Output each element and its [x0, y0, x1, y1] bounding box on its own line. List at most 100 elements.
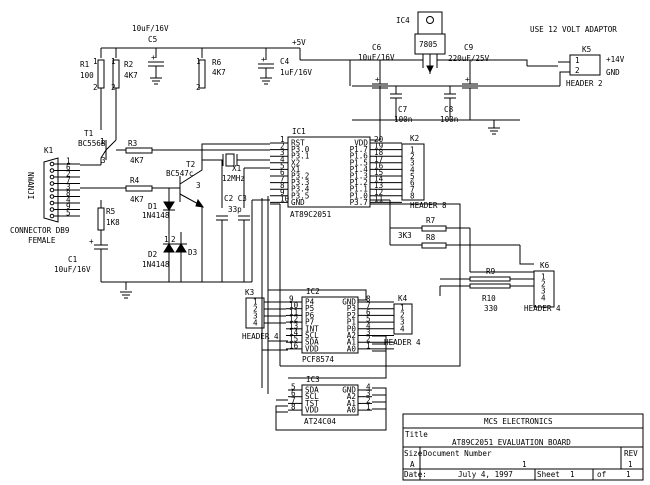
- r4-value: 4K7: [130, 195, 144, 204]
- ic2-pin-name: SDA: [305, 338, 319, 347]
- svg-text:2: 2: [111, 83, 116, 92]
- r9-resistor: [469, 276, 511, 282]
- ic1-body: [287, 136, 371, 208]
- k5-header: [569, 54, 601, 76]
- ic1-pin-number: 13: [374, 181, 383, 190]
- r5-label: R5: [106, 207, 115, 216]
- k2-pin: 6: [410, 179, 415, 188]
- k2-pin: 7: [410, 185, 415, 194]
- ic1-pin-number: 4: [280, 155, 285, 164]
- k6-pin: 4: [541, 294, 546, 303]
- x1-value: 12MHz: [222, 174, 245, 183]
- ic2-pin-number: 16: [289, 341, 299, 350]
- svg-text:2: 2: [171, 235, 176, 244]
- k2-pin: 5: [410, 172, 415, 181]
- k2-pin: 3: [410, 159, 415, 168]
- ic1-pin-number: 8: [280, 181, 285, 190]
- ic1-pin-name: P3.3: [291, 178, 309, 187]
- ic3-pin-name: A2: [347, 392, 356, 401]
- ic2-pin-number: 15: [289, 335, 298, 344]
- k4-pin: 3: [400, 318, 405, 327]
- date-label: Date:: [404, 470, 427, 479]
- ic1-pin-number: 3: [280, 148, 285, 157]
- ic1-pin-number: 15: [374, 168, 383, 177]
- ic2-pin-number: 11: [289, 308, 299, 317]
- ic2-pin-name: INT: [305, 324, 319, 333]
- ic3-pin-number: 6: [291, 389, 296, 398]
- r6-resistor: [198, 59, 206, 89]
- rev-label: REV: [624, 449, 638, 458]
- ic2-pin-number: 13: [289, 321, 298, 330]
- svg-text:+: +: [375, 75, 380, 84]
- k5-header-label: HEADER 2: [566, 79, 603, 88]
- ic1-pin-name: P3.0: [291, 145, 310, 154]
- c4-value: 1uF/16V: [280, 68, 312, 77]
- ic2-pin-number: 12: [289, 315, 298, 324]
- r7-label: R7: [426, 216, 435, 225]
- ic1-pin-name: P3.2: [291, 172, 309, 181]
- r4-resistor: [125, 185, 153, 192]
- board-title: AT89C2051 EVALUATION BOARD: [452, 438, 571, 447]
- ic3-pin-number: 1: [366, 403, 371, 412]
- k1-caption-2: FEMALE: [28, 236, 56, 245]
- svg-text:+: +: [465, 75, 470, 84]
- title-label: Title: [405, 430, 428, 439]
- r7-r8: R7 3K3 R8: [370, 199, 520, 249]
- r4-label: R4: [130, 176, 140, 185]
- ic3-pin-name: A1: [347, 399, 357, 408]
- svg-text:+: +: [261, 55, 266, 64]
- ic2-pin-name: P3: [347, 304, 356, 313]
- ic1-pin-name: P1.1: [350, 185, 369, 194]
- db9-pin-number: 8: [66, 189, 71, 198]
- ic1-pin-number: 9: [280, 188, 285, 197]
- ic2-pin-name: P2: [347, 311, 356, 320]
- t2-label: T2: [186, 160, 195, 169]
- ic2-pin-number: 3: [366, 328, 371, 337]
- k5-plus14v: +14V: [606, 55, 625, 64]
- ic1-pin-number: 5: [280, 161, 285, 170]
- ic2-pin-name: SCL: [305, 331, 319, 340]
- ic3-pin-name: SCL: [305, 392, 319, 401]
- k4-label: K4: [398, 294, 408, 303]
- k6-label: K6: [540, 261, 550, 270]
- ic3-pin-number: 7: [291, 396, 296, 405]
- ic1-pin-number: 14: [374, 175, 384, 184]
- k2-label: K2: [410, 134, 419, 143]
- r2-value: 4K7: [124, 71, 138, 80]
- ic1-pin-name: P1.4: [350, 165, 369, 174]
- rev-value: 1: [628, 460, 633, 469]
- ic1-pin-number: 16: [374, 161, 384, 170]
- d2-label: D2: [148, 250, 157, 259]
- k2-pin: 2: [410, 152, 415, 161]
- ic1-pin-name: P1.7: [350, 145, 368, 154]
- db9-pin-dot: [49, 200, 55, 206]
- r10-value: 330: [484, 304, 498, 313]
- ic1-pin-name: P3.1: [291, 152, 310, 161]
- r1-value: 100: [80, 71, 94, 80]
- d1-label: D1: [148, 202, 158, 211]
- k3-body: [245, 297, 265, 329]
- d2-part: 1N4148: [142, 260, 170, 269]
- svg-text:2: 2: [93, 83, 98, 92]
- sheet-total: 1: [626, 470, 631, 479]
- t1-label: T1: [84, 129, 94, 138]
- c4-label: C4: [280, 57, 290, 66]
- k3-pin: 4: [253, 319, 258, 328]
- k2-body: [401, 143, 425, 201]
- k1-side: NWANJI: [26, 172, 35, 199]
- ic1-pin-name: P3.5: [291, 191, 309, 200]
- sheet-label: Sheet: [537, 470, 560, 479]
- ic1-pin-number: 10: [280, 194, 290, 203]
- k2-header-label: HEADER 8: [410, 201, 447, 210]
- title-block: MCS ELECTRONICS Title AT89C2051 EVALUATI…: [402, 413, 644, 481]
- r8-label: R8: [426, 233, 436, 242]
- k5-label: K5: [582, 45, 591, 54]
- ic1-pin-number: 1: [280, 135, 285, 144]
- ic1-pin-number: 17: [374, 155, 383, 164]
- ic1-pin-number: 11: [374, 194, 384, 203]
- ic3-body: [301, 384, 359, 416]
- ic2-pin-number: 14: [289, 328, 299, 337]
